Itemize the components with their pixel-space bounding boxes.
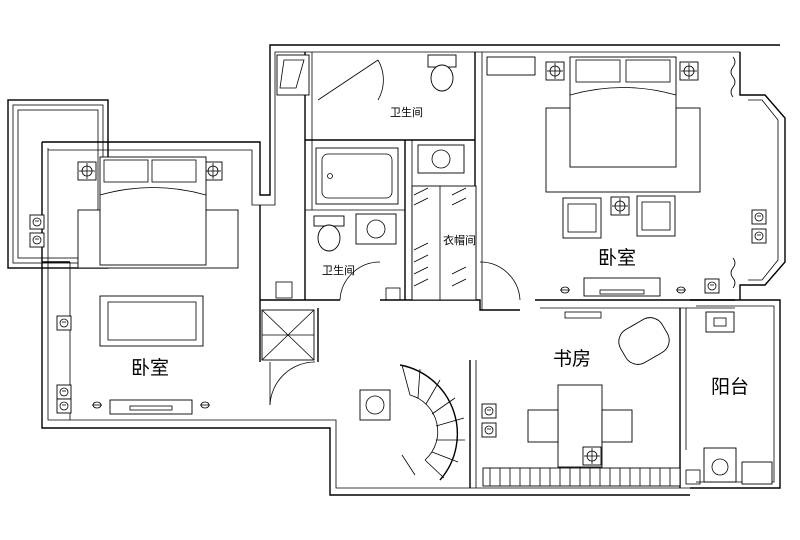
interior-walls — [259, 52, 735, 488]
bathroom-top-fixtures — [315, 54, 465, 205]
armchair-icon — [618, 317, 670, 365]
toilet-icon — [313, 215, 345, 252]
armchair-icon — [636, 195, 676, 237]
door-swings — [269, 59, 521, 406]
washing-machine-icon — [703, 447, 737, 483]
toilet-icon — [427, 54, 457, 92]
room-label-bathroom-top: 卫生间 — [390, 105, 423, 119]
bed-icon — [77, 156, 239, 269]
bathtub-icon — [315, 147, 399, 205]
closet-fixtures — [411, 185, 477, 301]
basin-icon — [355, 213, 397, 245]
room-label-balcony: 阳台 — [711, 376, 749, 398]
room-label-bedroom-left: 卧室 — [131, 357, 169, 379]
room-label-closet: 衣帽间 — [443, 233, 476, 247]
bedroom-right-furniture — [486, 56, 767, 297]
bed-icon — [545, 56, 701, 193]
balcony-fixtures — [685, 311, 773, 485]
basin-icon — [417, 144, 465, 174]
study-furniture — [481, 311, 681, 487]
bedroom-left-furniture — [29, 156, 239, 415]
armchair-icon — [562, 197, 602, 239]
bathroom-mid-fixtures — [275, 213, 401, 301]
room-label-bedroom-right: 卧室 — [598, 247, 636, 269]
room-label-bathroom-mid: 卫生间 — [322, 263, 355, 277]
room-label-study: 书房 — [553, 348, 591, 370]
spiral-stair-icon — [359, 364, 465, 481]
